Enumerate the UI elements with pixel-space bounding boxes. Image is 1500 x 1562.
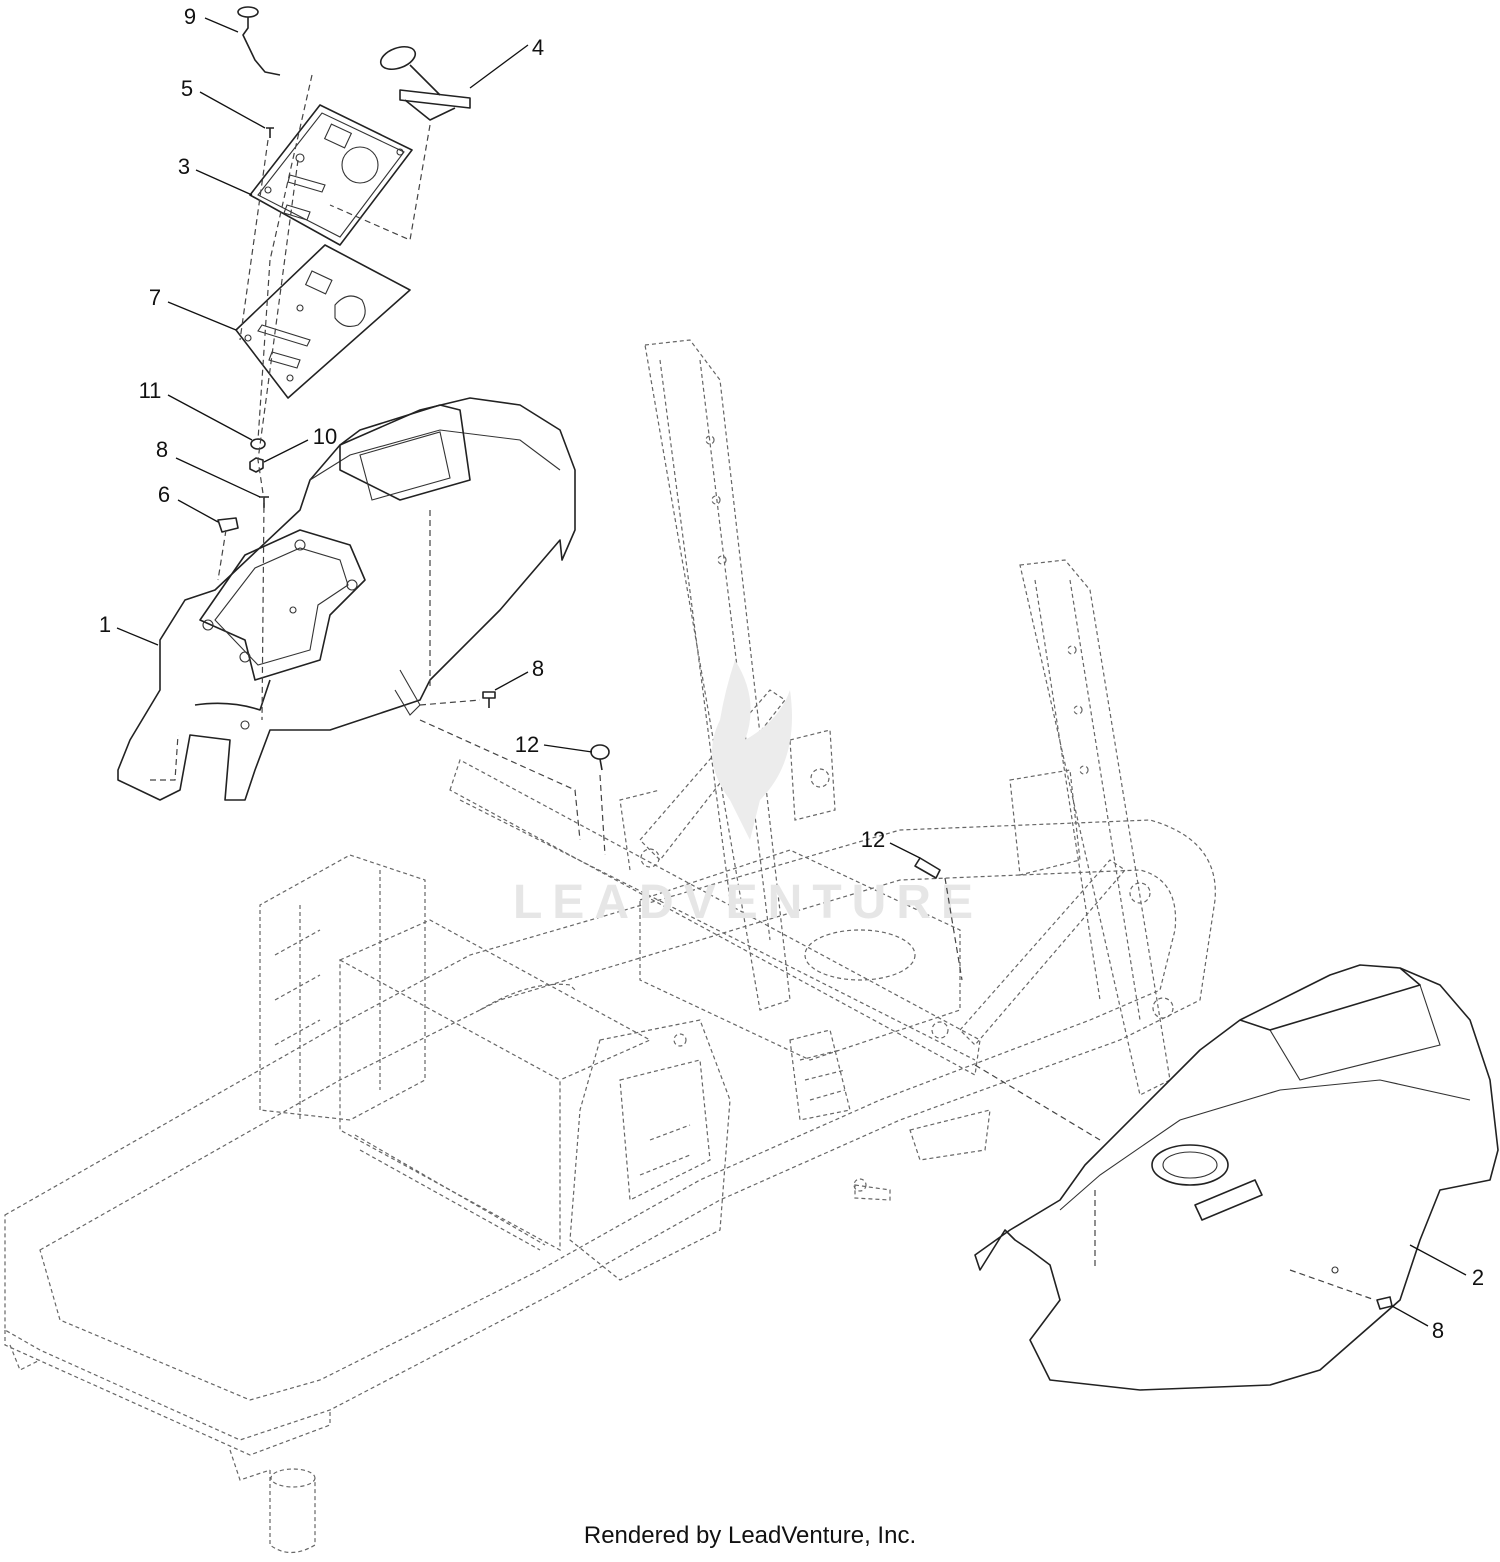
callout-4: 4	[532, 35, 544, 60]
callout-5: 5	[181, 76, 193, 101]
callout-1: 1	[99, 612, 111, 637]
watermark-text: LEADVENTURE	[513, 876, 983, 929]
callout-8-right-console: 8	[1432, 1318, 1444, 1343]
callout-12-right: 12	[861, 827, 885, 852]
callout-8-console-side: 8	[532, 656, 544, 681]
part-1-left-console	[117, 397, 576, 801]
callout-9: 9	[184, 4, 196, 29]
callout-8-console-top: 8	[156, 437, 168, 462]
part-7-decal	[235, 244, 411, 399]
assembly-lines	[217, 74, 1376, 1301]
callout-11: 11	[139, 378, 162, 403]
chassis-frame	[4, 339, 1216, 1554]
callout-labels: 9 5 3 7 11 10 8 6 1 4 8 12 12 2 8	[99, 4, 1484, 1343]
part-4-throttle-lever	[379, 45, 471, 121]
watermark: LEADVENTURE	[513, 660, 983, 929]
callout-7: 7	[149, 285, 161, 310]
callout-6: 6	[158, 482, 170, 507]
callout-2: 2	[1472, 1265, 1484, 1290]
hardware	[217, 127, 1393, 1310]
callout-12-left: 12	[515, 732, 539, 757]
part-2-right-console	[974, 964, 1499, 1391]
part-9-choke-cable	[237, 6, 281, 76]
callout-leaders	[116, 17, 1467, 1327]
callout-10: 10	[313, 424, 337, 449]
callout-3: 3	[178, 154, 190, 179]
footer-credit: Rendered by LeadVenture, Inc.	[583, 1522, 917, 1549]
part-3-control-panel	[249, 104, 413, 246]
